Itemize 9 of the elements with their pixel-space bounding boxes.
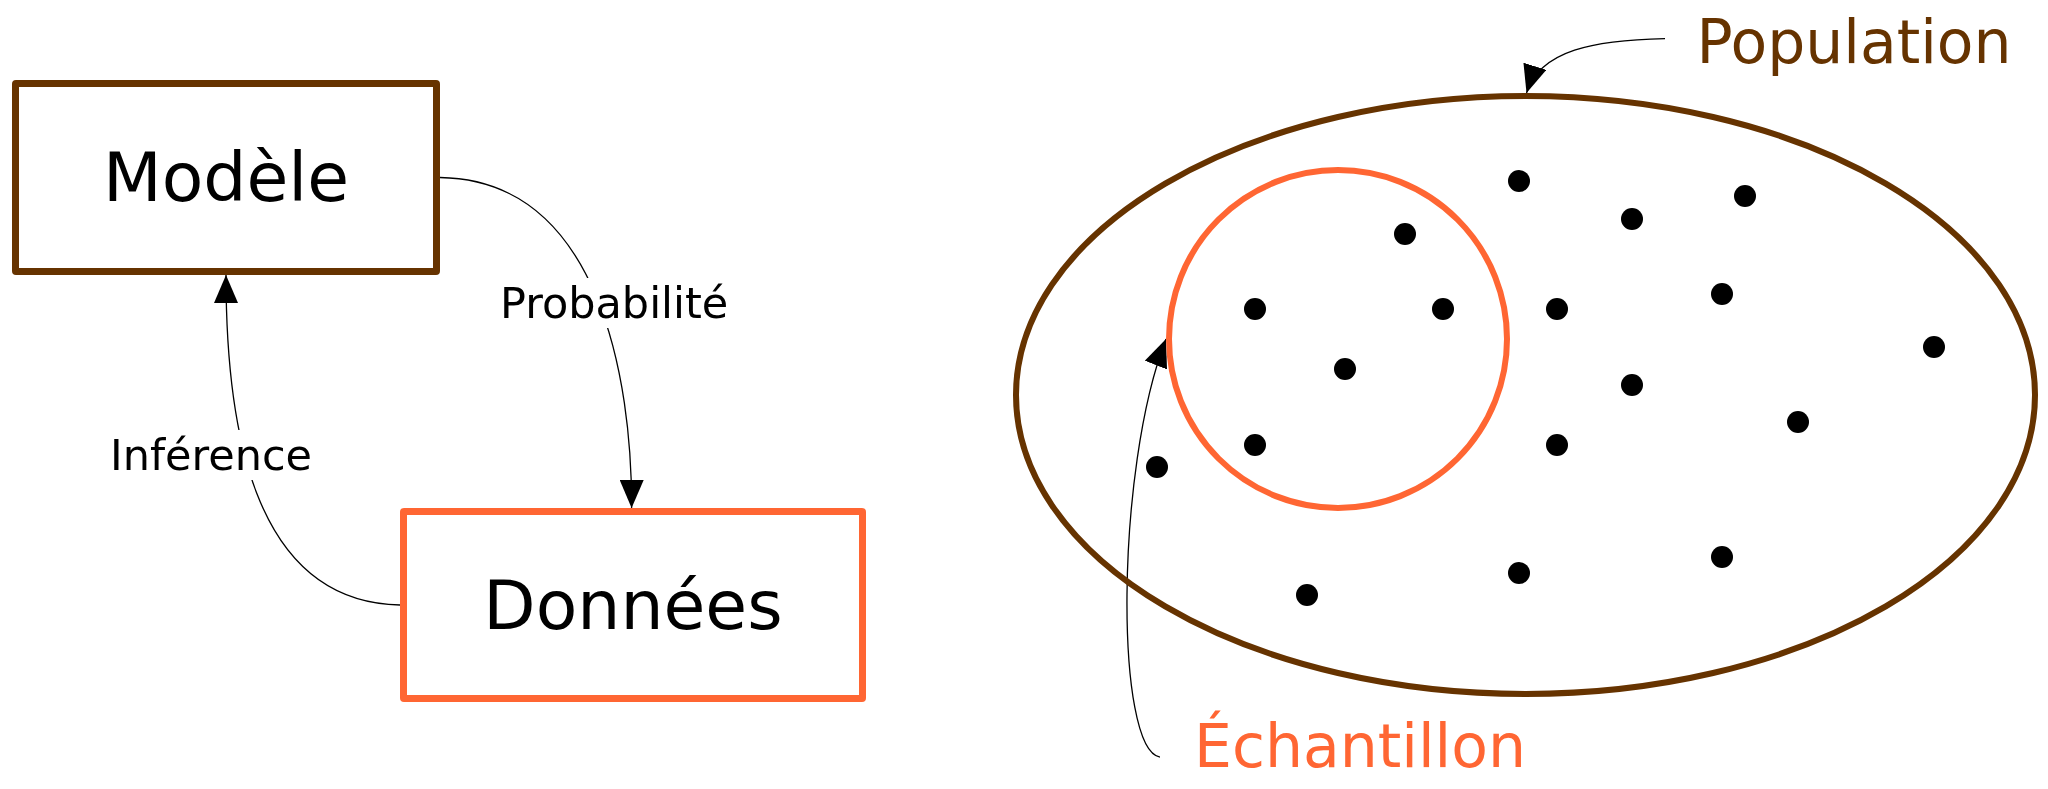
leader-line xyxy=(1525,38,1666,94)
arrow xyxy=(214,274,401,606)
model-box xyxy=(12,80,440,275)
sample-label: Échantillon xyxy=(1194,711,1526,781)
leader-line xyxy=(1126,338,1169,758)
population-label: Population xyxy=(1696,7,2012,77)
node-label: Modèle xyxy=(103,138,349,217)
data-box xyxy=(400,508,866,702)
node-label: Données xyxy=(483,565,783,645)
